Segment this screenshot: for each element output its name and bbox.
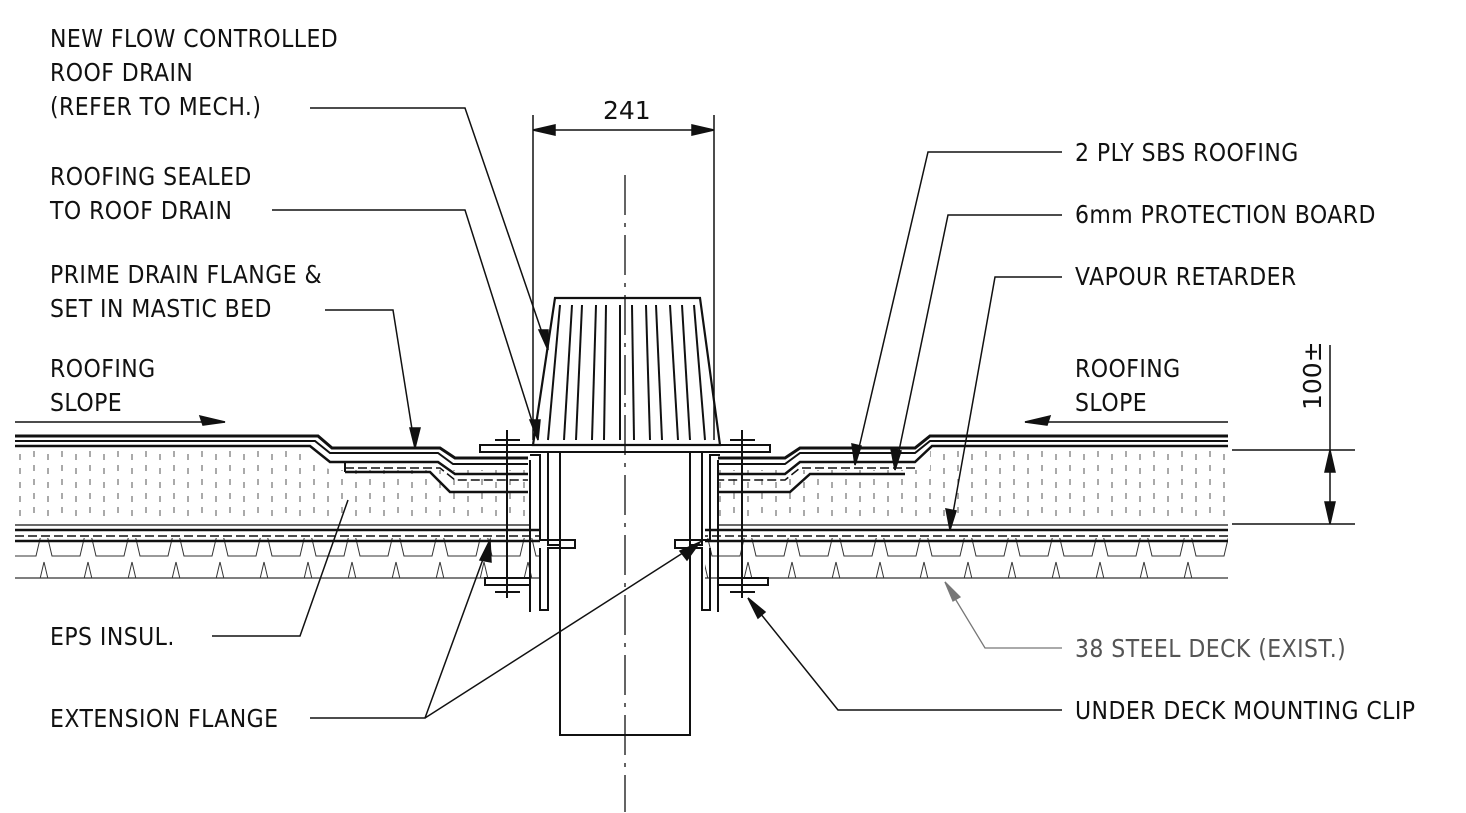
label-roofing-sealed-line1: ROOFING SEALED <box>50 162 252 191</box>
label-roofing-slope-left: ROOFING SLOPE <box>50 352 156 420</box>
label-sbs-roofing: 2 PLY SBS ROOFING <box>1075 136 1299 170</box>
leaders-right <box>747 151 1062 711</box>
eps-insulation-fill <box>15 450 1228 520</box>
label-roofing-slope-right-line1: ROOFING <box>1075 354 1181 383</box>
leaders-left <box>212 107 703 719</box>
label-steel-deck: 38 STEEL DECK (EXIST.) <box>1075 632 1346 666</box>
label-eps-insul-text: EPS INSUL. <box>50 622 175 651</box>
label-prime-flange-line2: SET IN MASTIC BED <box>50 294 272 323</box>
label-protection-board: 6mm PROTECTION BOARD <box>1075 198 1376 232</box>
label-sbs-roofing-text: 2 PLY SBS ROOFING <box>1075 138 1299 167</box>
steel-deck-leader <box>944 581 1062 649</box>
steel-deck-profile <box>15 538 1228 579</box>
label-vapour-retarder-text: VAPOUR RETARDER <box>1075 262 1297 291</box>
label-roofing-sealed-line2: TO ROOF DRAIN <box>50 196 233 225</box>
label-mounting-clip: UNDER DECK MOUNTING CLIP <box>1075 694 1416 728</box>
label-protection-board-text: 6mm PROTECTION BOARD <box>1075 200 1376 229</box>
width-dimension <box>532 115 715 440</box>
label-roofing-slope-right: ROOFING SLOPE <box>1075 352 1181 420</box>
label-roofing-slope-right-line2: SLOPE <box>1075 388 1148 417</box>
label-prime-flange: PRIME DRAIN FLANGE & SET IN MASTIC BED <box>50 258 322 326</box>
dimension-241-label: 241 <box>603 96 651 125</box>
slope-arrows <box>15 414 1228 426</box>
label-vapour-retarder: VAPOUR RETARDER <box>1075 260 1297 294</box>
label-eps-insul: EPS INSUL. <box>50 620 175 654</box>
dimension-100-label: 100± <box>1298 341 1327 410</box>
label-new-drain-line3: (REFER TO MECH.) <box>50 92 262 121</box>
label-roofing-slope-left-line2: SLOPE <box>50 388 123 417</box>
label-prime-flange-line1: PRIME DRAIN FLANGE & <box>50 260 323 289</box>
label-extension-flange-text: EXTENSION FLANGE <box>50 704 279 733</box>
label-mounting-clip-text: UNDER DECK MOUNTING CLIP <box>1075 696 1416 725</box>
label-roofing-slope-left-line1: ROOFING <box>50 354 156 383</box>
label-new-drain-line2: ROOF DRAIN <box>50 58 194 87</box>
label-new-drain-line1: NEW FLOW CONTROLLED <box>50 24 339 53</box>
label-extension-flange: EXTENSION FLANGE <box>50 702 279 736</box>
roofing-membranes-left <box>15 434 540 543</box>
label-new-drain: NEW FLOW CONTROLLED ROOF DRAIN (REFER TO… <box>50 22 338 124</box>
label-steel-deck-text: 38 STEEL DECK (EXIST.) <box>1075 634 1347 663</box>
depth-dimension <box>1232 345 1355 525</box>
label-roofing-sealed: ROOFING SEALED TO ROOF DRAIN <box>50 160 252 228</box>
